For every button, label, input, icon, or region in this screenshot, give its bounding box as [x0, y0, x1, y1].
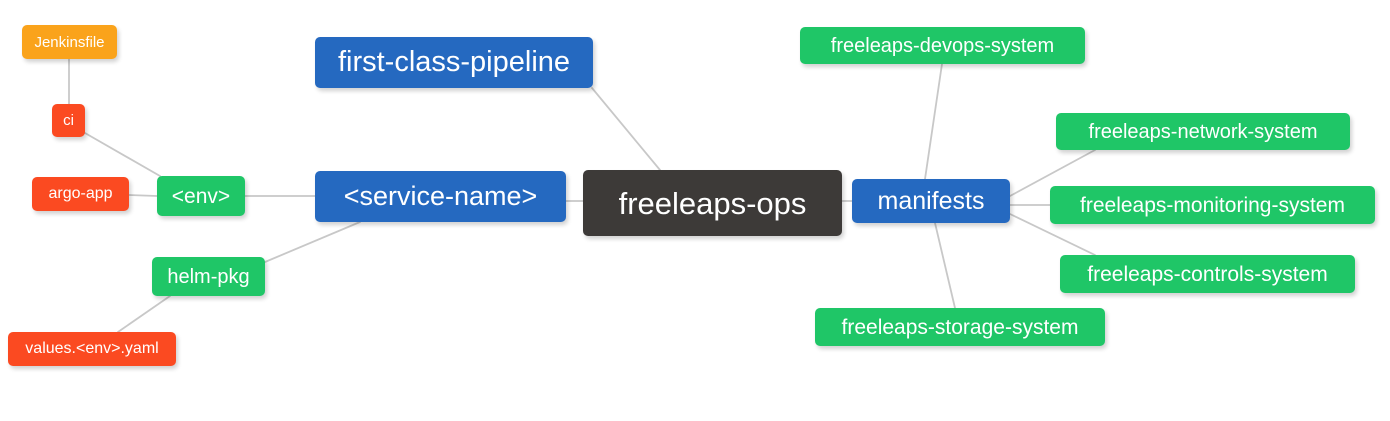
node-jenkinsfile[interactable]: Jenkinsfile — [22, 25, 117, 59]
node-freeleaps-storage-system[interactable]: freeleaps-storage-system — [815, 308, 1105, 346]
node-freeleaps-ops[interactable]: freeleaps-ops — [583, 170, 842, 236]
node-env[interactable]: <env> — [157, 176, 245, 216]
node-freeleaps-controls-system[interactable]: freeleaps-controls-system — [1060, 255, 1355, 293]
node-argo-app[interactable]: argo-app — [32, 177, 129, 211]
node-label-service-name: <service-name> — [343, 181, 538, 211]
node-values-yaml[interactable]: values.<env>.yaml — [8, 332, 176, 366]
edge-manifests-to-freeleaps-devops-system — [924, 63, 943, 180]
node-label-values-yaml: values.<env>.yaml — [25, 340, 159, 357]
node-label-freeleaps-network-system: freeleaps-network-system — [1088, 120, 1318, 143]
node-ci[interactable]: ci — [52, 104, 85, 137]
edge-first-class-pipeline-to-freeleaps-ops — [591, 87, 661, 171]
node-label-freeleaps-ops: freeleaps-ops — [618, 185, 807, 221]
node-label-env: <env> — [171, 184, 231, 208]
node-first-class-pipeline[interactable]: first-class-pipeline — [315, 37, 593, 88]
node-manifests[interactable]: manifests — [852, 179, 1010, 223]
node-label-freeleaps-controls-system: freeleaps-controls-system — [1087, 262, 1328, 286]
node-helm-pkg[interactable]: helm-pkg — [152, 257, 265, 296]
node-label-freeleaps-storage-system: freeleaps-storage-system — [841, 315, 1079, 339]
node-label-freeleaps-devops-system: freeleaps-devops-system — [830, 34, 1055, 57]
edge-manifests-to-freeleaps-storage-system — [934, 222, 956, 309]
edge-helm-pkg-to-values-yaml — [117, 295, 171, 333]
node-freeleaps-devops-system[interactable]: freeleaps-devops-system — [800, 27, 1085, 64]
node-label-ci: ci — [63, 112, 74, 129]
node-service-name[interactable]: <service-name> — [315, 171, 566, 222]
node-label-argo-app: argo-app — [48, 185, 113, 202]
node-label-helm-pkg: helm-pkg — [167, 265, 250, 288]
node-label-manifests: manifests — [877, 186, 985, 215]
edge-argo-app-to-env — [128, 194, 158, 197]
node-freeleaps-monitoring-system[interactable]: freeleaps-monitoring-system — [1050, 186, 1375, 224]
node-label-freeleaps-monitoring-system: freeleaps-monitoring-system — [1080, 193, 1345, 217]
node-label-jenkinsfile: Jenkinsfile — [34, 33, 105, 51]
node-freeleaps-network-system[interactable]: freeleaps-network-system — [1056, 113, 1350, 150]
edge-ci-to-env — [84, 132, 161, 177]
node-label-first-class-pipeline: first-class-pipeline — [337, 46, 571, 78]
edge-service-name-to-helm-pkg — [264, 221, 361, 263]
